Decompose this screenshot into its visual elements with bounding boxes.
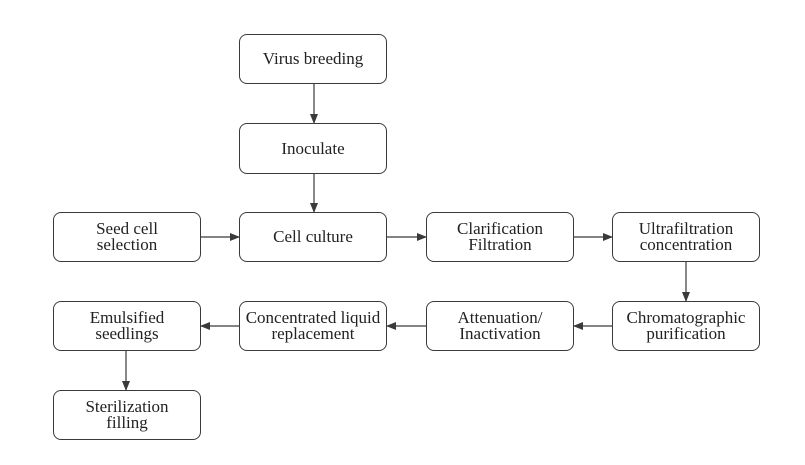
node-concentrated-liquid-replacement: Concentrated liquid replacement: [239, 301, 387, 351]
node-label: Clarification Filtration: [457, 219, 543, 254]
node-label: Ultrafiltration concentration: [638, 219, 734, 254]
node-label: Chromatographic purification: [626, 308, 746, 343]
node-seed-cell-selection: Seed cell selection: [53, 212, 201, 262]
node-label: Attenuation/ Inactivation: [457, 308, 543, 343]
node-label: Cell culture: [273, 227, 353, 246]
node-label: Emulsified seedlings: [89, 308, 165, 343]
node-cell-culture: Cell culture: [239, 212, 387, 262]
node-label: Virus breeding: [262, 49, 364, 68]
node-label: Inoculate: [281, 138, 345, 158]
node-label: Sterilization filling: [85, 397, 169, 432]
node-clarification-filtration: Clarification Filtration: [426, 212, 574, 262]
node-chromatographic-purification: Chromatographic purification: [612, 301, 760, 351]
node-ultrafiltration-concentration: Ultrafiltration concentration: [612, 212, 760, 262]
node-emulsified-seedlings: Emulsified seedlings: [53, 301, 201, 351]
node-label: Seed cell selection: [96, 219, 158, 254]
node-attenuation-inactivation: Attenuation/ Inactivation: [426, 301, 574, 351]
node-inoculate: Inoculate: [239, 123, 387, 174]
node-virus-breeding: Virus breeding: [239, 34, 387, 84]
node-sterilization-filling: Sterilization filling: [53, 390, 201, 440]
node-label: Concentrated liquid replacement: [245, 308, 381, 343]
